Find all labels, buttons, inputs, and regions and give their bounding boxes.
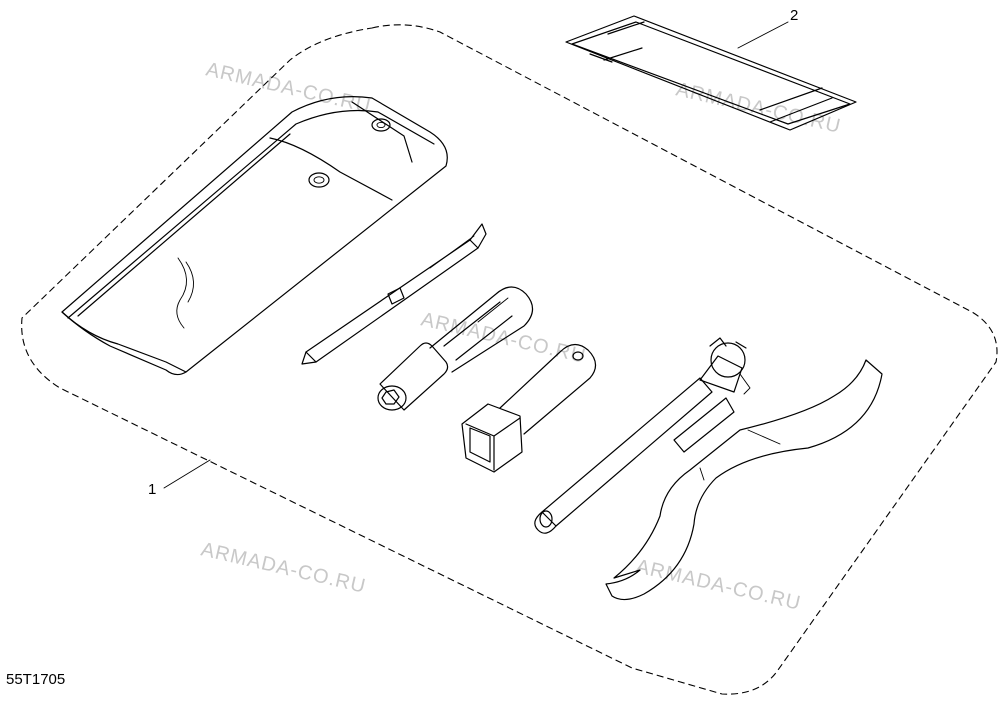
watermark-1: ARMADA-CO.RU: [204, 58, 373, 117]
watermark-4: ARMADA-CO.RU: [199, 538, 368, 597]
callout-2: 2: [790, 7, 798, 24]
tool-bag-outline: [21, 24, 998, 695]
hook-spanner: [605, 359, 883, 601]
handle-bar: [534, 337, 751, 534]
figure-code: 55T1705: [6, 671, 65, 688]
watermark-3: ARMADA-CO.RU: [419, 308, 588, 367]
socket-wrench: [377, 286, 534, 411]
wrench-pouch: [61, 96, 448, 376]
strap-plate: [565, 15, 857, 131]
spark-plug-wrench: [461, 343, 597, 473]
leader-line-2: [737, 21, 789, 49]
leader-line-1: [163, 459, 211, 489]
watermark-5: ARMADA-CO.RU: [634, 555, 803, 614]
leader-lines: [163, 21, 789, 489]
callout-1: 1: [148, 481, 156, 498]
watermarks: ARMADA-CO.RU ARMADA-CO.RU ARMADA-CO.RU A…: [199, 58, 843, 614]
screwdriver: [301, 223, 487, 365]
